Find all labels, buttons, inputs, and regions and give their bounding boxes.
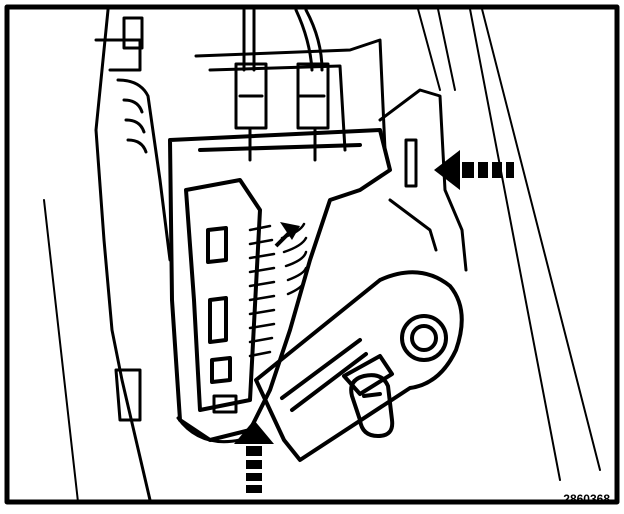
arrow-diagonal-indicator (274, 222, 300, 248)
base-foot (176, 394, 242, 444)
mounting-bracket (378, 88, 468, 272)
background-panel-lines (43, 8, 601, 503)
arrow-bottom-indicator (234, 420, 274, 493)
connector-housing (194, 38, 387, 162)
left-pillar (94, 8, 172, 502)
pedal-lever (254, 270, 464, 462)
figure-reference-code: 2860368 (563, 492, 610, 506)
wires (242, 8, 324, 72)
retainer-clip (349, 373, 395, 438)
figure-frame (4, 4, 620, 505)
arrow-right-indicator (434, 150, 514, 190)
